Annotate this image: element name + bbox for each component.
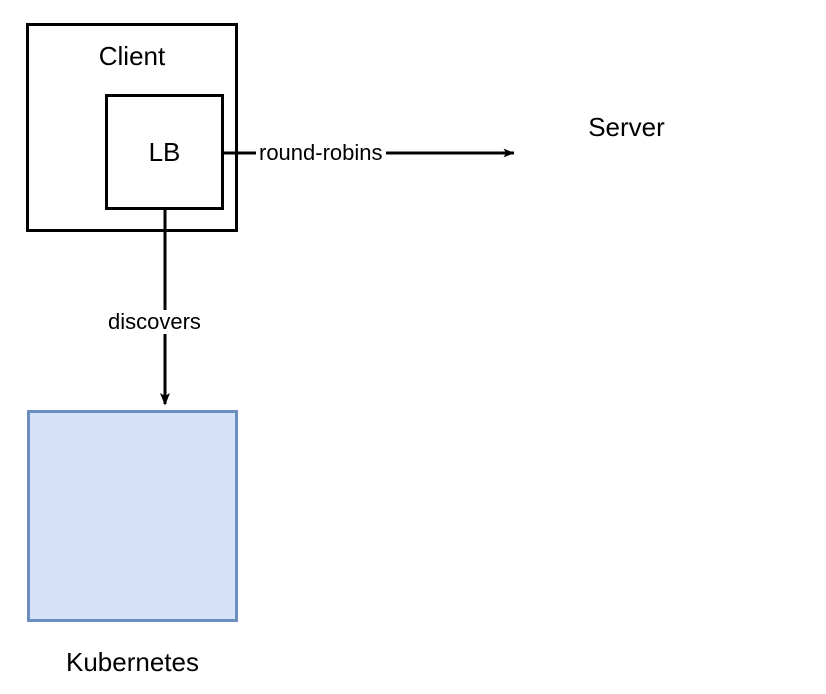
lb-box[interactable] (105, 94, 224, 210)
client-label: Client (98, 41, 166, 71)
kubernetes-label: Kubernetes (66, 647, 199, 677)
lb-label: LB (148, 137, 181, 167)
client-box[interactable] (26, 23, 238, 232)
edge-label-discovers: discovers (105, 310, 204, 334)
server-label: Server (588, 112, 665, 142)
edge-label-round-robins: round-robins (256, 141, 386, 165)
kubernetes-box[interactable] (27, 410, 238, 622)
